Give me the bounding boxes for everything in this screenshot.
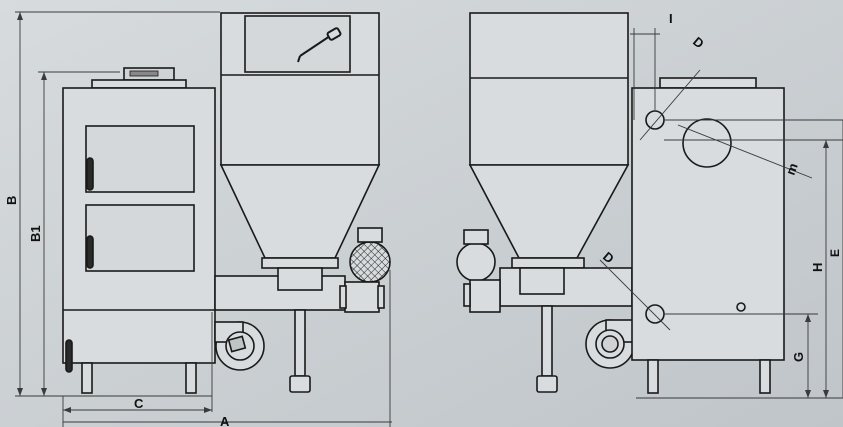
- support-pipe: [294, 309, 306, 377]
- dim-label-B: B: [4, 196, 19, 205]
- left-leg: [81, 362, 93, 394]
- side-top-flange: [659, 77, 757, 89]
- side-left-leg: [647, 359, 659, 394]
- return-socket: [645, 304, 665, 324]
- ash-door-handle: [65, 339, 73, 373]
- side-support-pipe: [541, 305, 553, 377]
- side-view: [456, 12, 785, 394]
- dim-label-G: G: [791, 352, 806, 362]
- hopper-socket: [277, 267, 323, 291]
- side-view-dimensions: [599, 28, 843, 399]
- side-hopper-top: [469, 12, 629, 166]
- upper-door: [85, 125, 195, 193]
- side-motor-cap: [463, 229, 489, 245]
- middle-door-handle: [86, 235, 94, 269]
- dim-label-A: A: [220, 414, 230, 427]
- feeder-motor: [349, 241, 391, 283]
- dim-label-B1: B1: [28, 225, 43, 242]
- front-view-dimensions: [15, 11, 392, 427]
- hopper-window: [244, 15, 351, 73]
- side-hopper-neck: [511, 257, 585, 269]
- feeder-gear: [344, 281, 380, 313]
- controller-display: [129, 70, 159, 77]
- front-view: [62, 12, 391, 394]
- side-right-leg: [759, 359, 771, 394]
- outlet-socket: [645, 110, 665, 130]
- side-support-foot: [536, 375, 558, 393]
- top-flange: [91, 79, 187, 89]
- dim-label-E: E: [828, 249, 842, 257]
- flue-outlet: [682, 118, 732, 168]
- dim-label-I: I: [669, 11, 673, 26]
- dim-label-H: H: [810, 263, 825, 272]
- upper-door-handle: [86, 157, 94, 191]
- right-leg: [185, 362, 197, 394]
- dim-label-m: m: [783, 161, 801, 177]
- drain-socket: [736, 302, 746, 312]
- side-feeder-motor: [456, 242, 496, 282]
- middle-door: [85, 204, 195, 272]
- support-foot: [289, 375, 311, 393]
- hopper-lever-icon: [297, 27, 342, 63]
- dim-label-C: C: [134, 396, 144, 411]
- hopper-neck: [261, 257, 339, 269]
- side-feeder-gear: [469, 279, 501, 313]
- motor-cap: [357, 227, 383, 243]
